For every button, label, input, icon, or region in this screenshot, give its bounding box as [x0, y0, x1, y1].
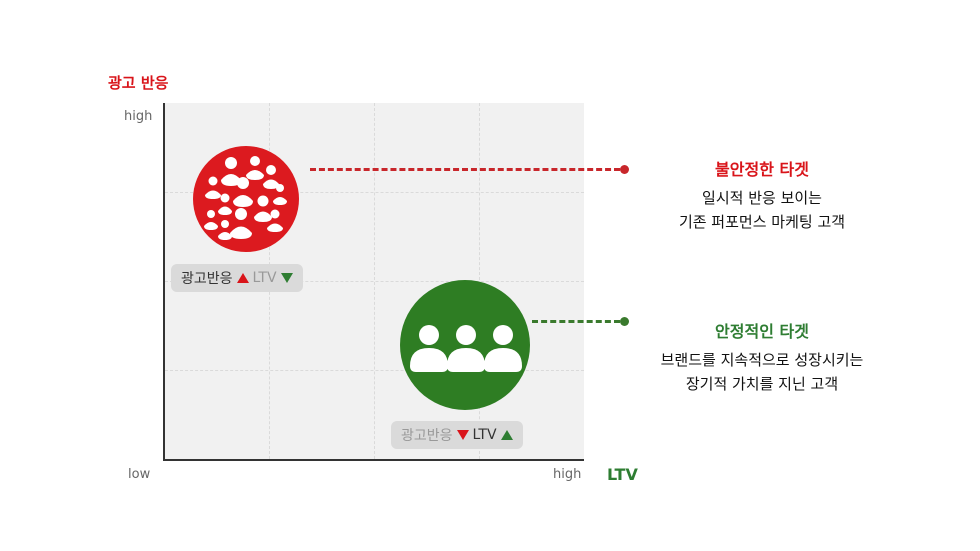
- badge-ad-label: 광고반응: [181, 271, 233, 287]
- crowd-icon: [204, 156, 287, 240]
- origin-label: low: [128, 467, 151, 482]
- y-axis-high-label: high: [124, 109, 153, 124]
- grid-line-horizontal: [165, 370, 584, 371]
- unstable-line-1: 일시적 반응 보이는: [702, 189, 822, 207]
- unstable-title: 불안정한 타겟: [715, 160, 809, 179]
- arrow-up-icon: [500, 430, 513, 440]
- badge-ltv-label: LTV: [472, 427, 497, 443]
- stable-line-1: 브랜드를 지속적으로 성장시키는: [660, 351, 864, 369]
- stable-title: 안정적인 타겟: [715, 322, 809, 341]
- unstable-description: 불안정한 타겟 일시적 반응 보이는 기존 퍼포먼스 마케팅 고객: [632, 156, 892, 234]
- unstable-connector: [310, 168, 620, 171]
- unstable-connector-dot: [620, 165, 629, 174]
- stable-connector: [532, 320, 620, 323]
- unstable-line-2: 기존 퍼포먼스 마케팅 고객: [678, 213, 846, 231]
- badge-ltv-label: LTV: [252, 270, 277, 286]
- x-axis-high-label: high: [553, 467, 582, 482]
- stable-line-2: 장기적 가치를 지닌 고객: [685, 375, 839, 393]
- arrow-up-icon: [236, 273, 249, 283]
- arrow-down-icon: [280, 273, 293, 283]
- stable-group-circle: [400, 280, 530, 410]
- badge-ad-label: 광고반응: [401, 428, 453, 444]
- arrow-down-icon: [456, 430, 469, 440]
- stable-connector-dot: [620, 317, 629, 326]
- group-icon: [410, 325, 522, 372]
- x-axis-title: LTV: [607, 465, 638, 484]
- grid-line-horizontal: [165, 281, 584, 282]
- grid-line-horizontal: [165, 192, 584, 193]
- stable-description: 안정적인 타겟 브랜드를 지속적으로 성장시키는 장기적 가치를 지닌 고객: [632, 318, 892, 396]
- y-axis-title: 광고 반응: [108, 74, 169, 92]
- stable-badge: 광고반응 LTV: [391, 421, 523, 449]
- unstable-badge: 광고반응 LTV: [171, 264, 303, 292]
- unstable-crowd-circle: [193, 146, 299, 252]
